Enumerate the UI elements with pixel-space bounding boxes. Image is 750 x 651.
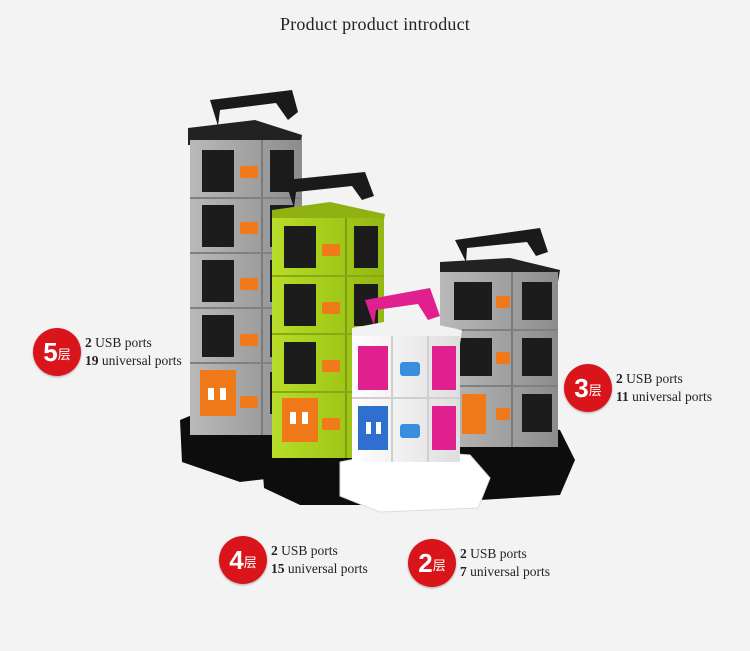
tier-number: 5 — [43, 337, 58, 367]
tier-char: 层 — [243, 555, 257, 571]
usb-count: 2 — [616, 371, 623, 386]
universal-label: universal ports — [98, 353, 182, 368]
tier-char: 层 — [588, 383, 602, 399]
usb-label: USB ports — [466, 546, 527, 561]
tier-number: 2 — [418, 548, 433, 578]
usb-label: USB ports — [277, 543, 338, 558]
port-specs: 2 USB ports 7 universal ports — [460, 545, 550, 581]
port-specs: 2 USB ports 19 universal ports — [85, 334, 182, 370]
usb-count: 2 — [460, 546, 467, 561]
page-title: Product product introduct — [280, 14, 470, 34]
universal-label: universal ports — [466, 564, 550, 579]
tier-char: 层 — [432, 558, 446, 574]
usb-count: 2 — [271, 543, 278, 558]
universal-count: 11 — [616, 389, 629, 404]
universal-count: 15 — [271, 561, 285, 576]
usb-label: USB ports — [622, 371, 683, 386]
universal-label: universal ports — [284, 561, 368, 576]
usb-label: USB ports — [91, 335, 152, 350]
port-specs: 2 USB ports 15 universal ports — [271, 542, 368, 578]
tier-number: 3 — [574, 373, 589, 403]
tower-2-tier — [339, 288, 491, 513]
port-specs: 2 USB ports 11 universal ports — [616, 370, 712, 406]
usb-count: 2 — [85, 335, 92, 350]
universal-count: 19 — [85, 353, 99, 368]
universal-label: universal ports — [628, 389, 713, 404]
universal-count: 7 — [460, 564, 467, 579]
tier-number: 4 — [229, 545, 244, 575]
tier-char: 层 — [57, 347, 71, 363]
